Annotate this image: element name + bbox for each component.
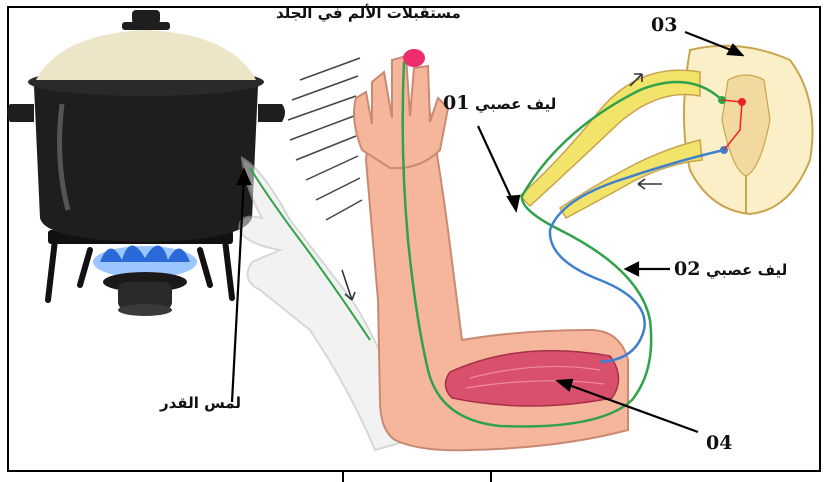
label-03: 03 xyxy=(651,14,677,36)
motion-lines xyxy=(288,58,362,220)
spinal-cord-icon xyxy=(520,46,813,218)
caption-tab xyxy=(342,470,492,482)
label-fiber-01-number: 01 xyxy=(443,92,469,114)
label-fiber-02-text: ليف عصبي xyxy=(706,261,787,279)
pain-receptor-dot xyxy=(403,49,425,67)
label-fiber-01-text: ليف عصبي xyxy=(475,95,556,113)
label-04: 04 xyxy=(706,432,732,454)
label-fiber-02-number: 02 xyxy=(674,258,700,280)
label-touch-pot: لمس القدر xyxy=(160,394,241,412)
label-skin-receptors: مستقبلات الألم في الجلد xyxy=(276,4,461,22)
flame-icon xyxy=(93,245,197,316)
label-fiber-02: 02 ليف عصبي xyxy=(674,258,787,280)
label-fiber-01: 01 ليف عصبي xyxy=(443,92,556,114)
